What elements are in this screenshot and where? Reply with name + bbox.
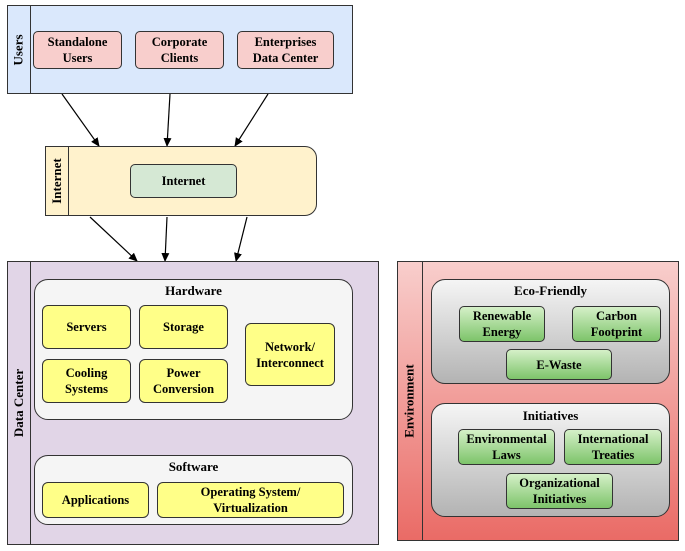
applications-node: Applications (42, 482, 149, 518)
carbon-footprint-node: Carbon Footprint (572, 306, 661, 342)
arrow-internet-to-datacenter-2 (161, 216, 170, 262)
arrow-enterprise-to-internet (234, 93, 269, 147)
storage-node: Storage (139, 305, 228, 349)
standalone-users-label: Standalone Users (47, 35, 108, 65)
environment-lane-label: Environment (398, 262, 423, 540)
power-conversion-node: Power Conversion (139, 359, 228, 403)
datacenter-lane-label: Data Center (8, 262, 31, 544)
arrow-standalone-to-internet (61, 93, 100, 147)
internet-lane-title: Internet (49, 158, 64, 204)
renewable-energy-label: Renewable Energy (472, 309, 532, 339)
enterprises-datacenter-label: Enterprises Data Center (252, 35, 319, 65)
internet-node-label: Internet (161, 173, 206, 188)
cooling-systems-label: Cooling Systems (64, 366, 109, 396)
enterprises-datacenter-node: Enterprises Data Center (237, 31, 334, 69)
hardware-title: Hardware (165, 283, 222, 298)
network-interconnect-label: Network/ Interconnect (256, 339, 324, 370)
servers-node: Servers (42, 305, 131, 349)
os-virtualization-node: Operating System/ Virtualization (157, 482, 344, 518)
international-treaties-node: International Treaties (564, 429, 662, 465)
environmental-laws-label: Environmental Laws (466, 432, 547, 462)
initiatives-title: Initiatives (522, 408, 579, 423)
corporate-clients-node: Corporate Clients (135, 31, 224, 69)
arrow-internet-to-datacenter-1 (89, 216, 138, 262)
environment-lane-title: Environment (402, 364, 417, 438)
network-interconnect-node: Network/ Interconnect (245, 323, 335, 386)
power-conversion-label: Power Conversion (152, 366, 215, 396)
cooling-systems-node: Cooling Systems (42, 359, 131, 403)
arrow-corporate-to-internet (163, 93, 172, 147)
organizational-initiatives-node: Organizational Initiatives (506, 473, 613, 509)
internet-lane-label: Internet (46, 147, 69, 215)
software-title: Software (168, 459, 219, 474)
users-lane-label: Users (8, 6, 31, 93)
internet-node: Internet (130, 164, 237, 198)
applications-label: Applications (61, 493, 130, 507)
e-waste-node: E-Waste (506, 349, 612, 380)
international-treaties-label: International Treaties (577, 432, 649, 462)
carbon-footprint-label: Carbon Footprint (590, 309, 643, 339)
organizational-initiatives-label: Organizational Initiatives (519, 476, 600, 506)
datacenter-lane-title: Data Center (11, 368, 27, 438)
environmental-laws-node: Environmental Laws (458, 429, 555, 465)
eco-friendly-title: Eco-Friendly (514, 283, 587, 298)
os-virtualization-label: Operating System/ Virtualization (200, 485, 301, 515)
storage-label: Storage (163, 320, 204, 334)
arrow-internet-to-datacenter-3 (234, 216, 248, 262)
standalone-users-node: Standalone Users (33, 31, 122, 69)
corporate-clients-label: Corporate Clients (151, 35, 208, 65)
servers-label: Servers (66, 320, 107, 334)
users-lane-title: Users (11, 33, 27, 66)
renewable-energy-node: Renewable Energy (459, 306, 545, 342)
e-waste-label: E-Waste (536, 357, 582, 372)
